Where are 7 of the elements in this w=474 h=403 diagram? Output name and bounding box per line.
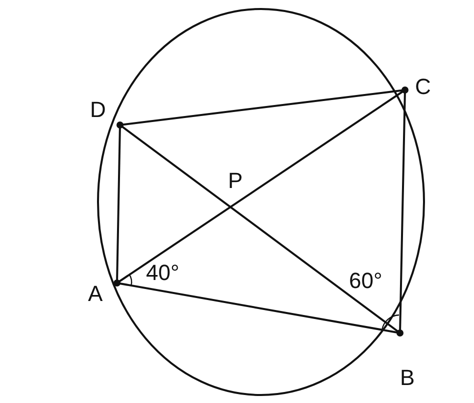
- vertex-label: C: [415, 76, 431, 98]
- angle-label: 60°: [349, 270, 382, 292]
- vertex-label: A: [88, 283, 103, 305]
- angle-label: 40°: [146, 262, 180, 284]
- intersection-label: P: [228, 170, 243, 192]
- vertex-label: B: [400, 367, 415, 389]
- vertex-label: D: [90, 99, 106, 121]
